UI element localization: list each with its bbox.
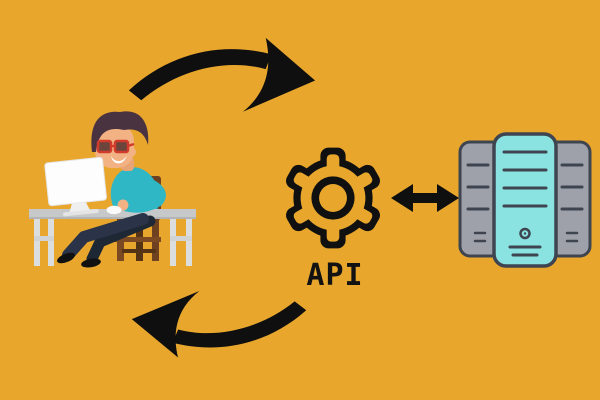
hair [91,111,149,152]
desk-legs [34,219,192,266]
gear-icon [286,147,380,249]
exchange-arrow-icon [391,184,459,212]
glasses-icon [96,139,135,154]
response-arrow-icon [131,290,307,358]
person-legs [57,213,156,268]
api-label: API [306,258,364,293]
monitor-icon [44,156,107,217]
person-at-desk-illustration [29,111,196,268]
smile [111,155,127,164]
chair-legs [113,219,161,261]
server-center-tower [492,132,558,268]
server-side-towers [458,140,592,258]
request-arrow-icon [128,37,316,112]
mouse-icon [106,205,122,215]
power-button-icon [519,227,531,240]
server-tower-icon [458,132,592,268]
